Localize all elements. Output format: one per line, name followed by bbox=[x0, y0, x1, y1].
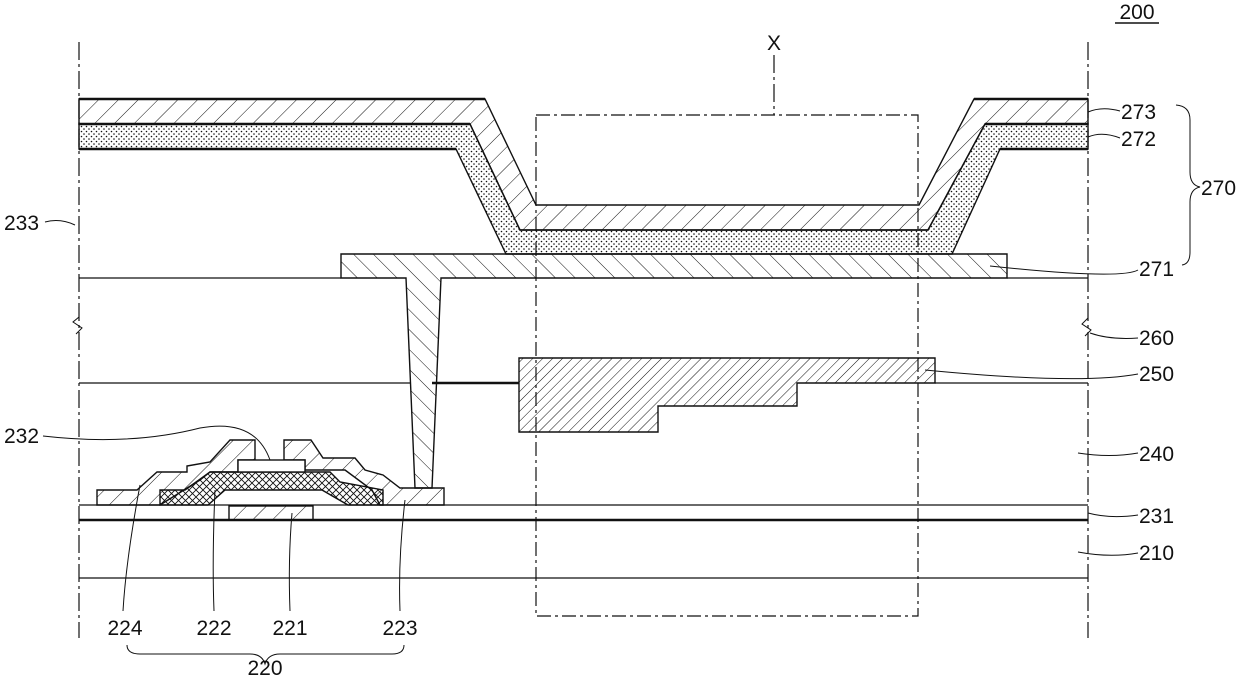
label-233: 233 bbox=[4, 212, 39, 235]
label-260: 260 bbox=[1139, 327, 1174, 350]
leader-210 bbox=[1078, 552, 1138, 555]
label-272: 272 bbox=[1121, 128, 1156, 151]
leader-231 bbox=[1088, 513, 1138, 517]
leader-222 bbox=[213, 490, 215, 611]
label-273: 273 bbox=[1121, 101, 1156, 124]
brace-270 bbox=[1176, 105, 1200, 265]
label-220: 220 bbox=[247, 657, 282, 679]
label-231: 231 bbox=[1139, 505, 1174, 528]
gate-electrode-221 bbox=[229, 506, 313, 520]
label-232: 232 bbox=[4, 425, 39, 448]
label-250: 250 bbox=[1139, 363, 1174, 386]
figure-number: 200 bbox=[1119, 1, 1154, 24]
label-271: 271 bbox=[1139, 258, 1174, 281]
label-221: 221 bbox=[272, 617, 307, 640]
label-240: 240 bbox=[1139, 443, 1174, 466]
etch-stop-232 bbox=[238, 460, 305, 472]
label-270: 270 bbox=[1201, 177, 1236, 200]
leader-240 bbox=[1078, 453, 1138, 456]
region-x-label: X bbox=[767, 32, 781, 55]
leader-272 bbox=[1088, 134, 1120, 138]
counter-electrode-273 bbox=[79, 99, 1088, 230]
label-223: 223 bbox=[382, 617, 417, 640]
leader-223 bbox=[400, 500, 405, 611]
electrode-250 bbox=[519, 358, 935, 432]
leader-250 bbox=[925, 370, 1138, 379]
label-210: 210 bbox=[1139, 542, 1174, 565]
leader-271 bbox=[990, 266, 1138, 274]
break-mark-left bbox=[73, 317, 82, 334]
leader-260 bbox=[1090, 333, 1138, 338]
leader-273 bbox=[1088, 109, 1120, 112]
leader-233 bbox=[45, 221, 75, 225]
label-222: 222 bbox=[196, 617, 231, 640]
break-mark-right bbox=[1082, 318, 1091, 336]
label-224: 224 bbox=[107, 617, 142, 640]
leader-221 bbox=[289, 513, 292, 611]
